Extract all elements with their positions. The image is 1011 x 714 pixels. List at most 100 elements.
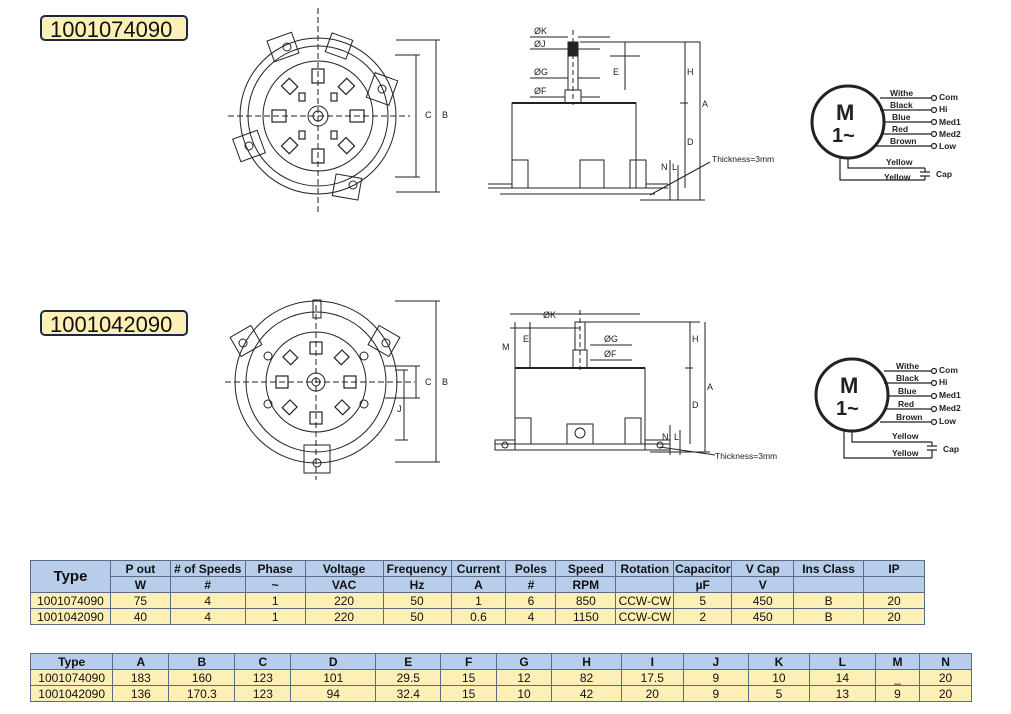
table-cell: 136 — [112, 685, 170, 702]
table-cell: 15 — [440, 669, 497, 686]
dim-label-phif-2: ØF — [604, 349, 617, 359]
spec-header: V Cap — [731, 560, 795, 577]
terminal-label: Hi — [939, 104, 948, 114]
dim-label-l-2: L — [674, 432, 679, 442]
table-cell: 50 — [382, 608, 452, 625]
terminal-label: Med1 — [939, 117, 961, 127]
wire-label: Blue — [898, 386, 917, 396]
wiring-diagram-2 — [814, 357, 938, 459]
motor-phase-label-1: 1~ — [832, 125, 855, 147]
terminal-label: Com — [939, 365, 958, 375]
table-cell: _ — [874, 669, 921, 686]
table-cell: 94 — [290, 685, 377, 702]
wire-label: Black — [890, 100, 913, 110]
table-cell: 160 — [168, 669, 236, 686]
table-cell: 220 — [304, 608, 384, 625]
spec-header: Rotation — [615, 560, 675, 577]
terminal-label: Low — [939, 416, 956, 426]
spec-table: Type P out # of Speeds Phase Voltage Fre… — [30, 560, 925, 625]
table-cell: CCW-CW — [615, 592, 675, 609]
model-badge-2: 1001042090 — [40, 310, 188, 337]
spec-header: Voltage — [304, 560, 384, 577]
dim-header: M — [874, 653, 921, 670]
dim-header: I — [620, 653, 684, 670]
table-cell: 1150 — [555, 608, 617, 625]
table-cell: 9 — [682, 669, 750, 686]
dim-header: B — [168, 653, 236, 670]
dim-label-phik-2: ØK — [543, 310, 556, 320]
table-cell: 183 — [112, 669, 170, 686]
dim-label-n: N — [661, 162, 668, 172]
table-cell: 17.5 — [620, 669, 684, 686]
cap-label: Cap — [943, 444, 959, 454]
dim-label-j-2: J — [397, 404, 402, 414]
spec-header: Frequency — [382, 560, 452, 577]
table-cell: 5 — [673, 592, 733, 609]
table-cell: 101 — [290, 669, 377, 686]
dim-label-e: E — [613, 67, 619, 77]
cap-label: Cap — [936, 169, 952, 179]
wire-label: Red — [898, 399, 914, 409]
table-cell: 123 — [234, 669, 292, 686]
spec-header: Poles — [505, 560, 557, 577]
table-row: 1001042090 40 4 1 220 50 0.6 4 1150 CCW-… — [30, 608, 925, 625]
table-cell: 32.4 — [375, 685, 442, 702]
spec-header: Phase — [244, 560, 306, 577]
wire-label: Withe — [890, 88, 913, 98]
table-cell: 42 — [551, 685, 622, 702]
spec-type-header: Type — [30, 560, 111, 593]
dim-header: H — [551, 653, 622, 670]
technical-drawings: C B ØK ØJ ØG ØF E H A D N L Thickness=3m… — [225, 8, 961, 480]
table-cell: 75 — [109, 592, 171, 609]
spec-header: Speed — [555, 560, 617, 577]
spec-header: IP — [863, 560, 925, 577]
wire-label: Withe — [896, 361, 919, 371]
table-cell: 0.6 — [450, 608, 507, 625]
table-cell: 170.3 — [168, 685, 236, 702]
terminal-label: Low — [939, 141, 956, 151]
spec-unit — [793, 576, 865, 593]
wire-label: Yellow — [892, 431, 919, 441]
thickness-label-2: Thickness=3mm — [715, 451, 777, 461]
table-cell: CCW-CW — [615, 608, 675, 625]
terminal-label: Med2 — [939, 403, 961, 413]
wire-label: Red — [892, 124, 908, 134]
table-cell: 4 — [505, 608, 557, 625]
spec-unit: RPM — [555, 576, 617, 593]
table-cell: 1001074090 — [29, 669, 114, 686]
dim-label-e-2: E — [523, 334, 529, 344]
table-cell: 10 — [495, 685, 553, 702]
dim-label-b-2: B — [442, 377, 448, 387]
dim-label-c: C — [425, 110, 432, 120]
motor-m-label-1: M — [836, 100, 854, 125]
dim-label-d: D — [687, 137, 694, 147]
dim-header: N — [919, 653, 972, 670]
table-row: 1001042090 136 170.3 123 94 32.4 15 10 4… — [29, 685, 972, 702]
dim-header: D — [290, 653, 377, 670]
dim-header: Type — [29, 653, 114, 670]
table-cell: 50 — [382, 592, 452, 609]
spec-header: Current — [450, 560, 507, 577]
dim-label-h: H — [687, 67, 694, 77]
dim-label-a-2: A — [707, 382, 713, 392]
table-cell: 12 — [495, 669, 553, 686]
dim-label-c-2: C — [425, 377, 432, 387]
table-cell: 1001042090 — [29, 685, 114, 702]
wiring-diagram-1 — [810, 84, 938, 181]
table-cell: 4 — [169, 592, 246, 609]
table-cell: 9 — [874, 685, 921, 702]
dim-label-phig: ØG — [534, 67, 548, 77]
motor-m-label-2: M — [840, 373, 858, 398]
spec-unit — [863, 576, 925, 593]
wire-label: Black — [896, 373, 919, 383]
spec-unit: # — [169, 576, 246, 593]
wire-label: Yellow — [884, 172, 911, 182]
table-cell: 450 — [731, 608, 795, 625]
dim-label-phig-2: ØG — [604, 334, 618, 344]
table-cell: 29.5 — [375, 669, 442, 686]
table-cell: 1 — [450, 592, 507, 609]
table-row: 1001074090 75 4 1 220 50 1 6 850 CCW-CW … — [30, 592, 925, 609]
table-cell: 1 — [244, 592, 306, 609]
spec-unit: W — [109, 576, 171, 593]
table-cell: B — [793, 592, 865, 609]
